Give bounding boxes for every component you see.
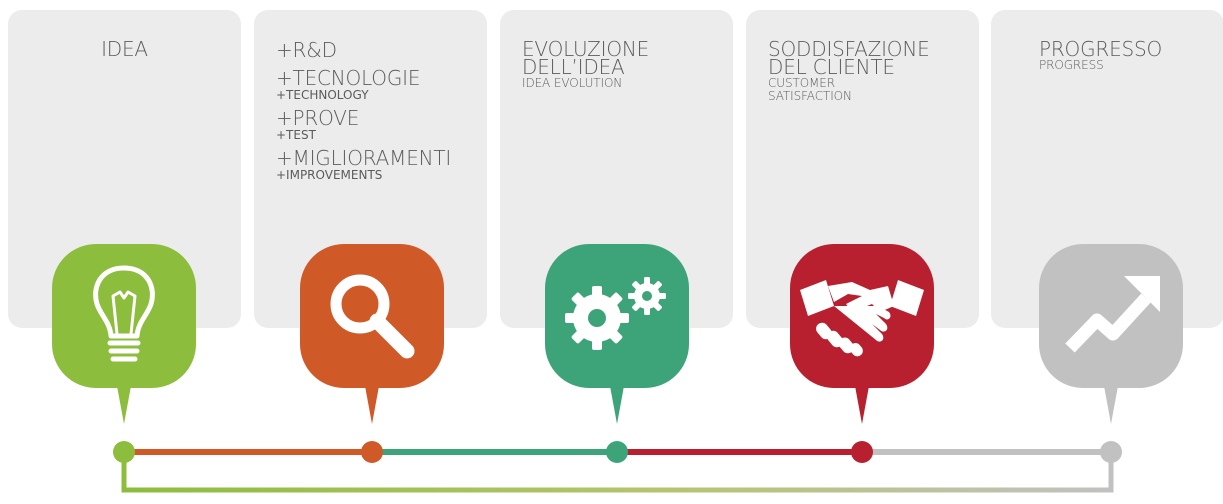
stage-title-idea: IDEA <box>101 37 148 61</box>
stage-title-line: PROGRESSO <box>1039 37 1163 61</box>
timeline-node-rnd <box>361 441 383 463</box>
gears-icon <box>565 277 666 350</box>
badge-progress <box>1039 244 1183 424</box>
timeline-node-satisfaction <box>851 441 873 463</box>
magnifier-icon <box>330 274 415 359</box>
rnd-item-main: +R&D <box>276 38 337 62</box>
stage-subtitle: PROGRESS <box>1039 58 1104 72</box>
badge-satisfaction <box>790 244 934 424</box>
stage-title-evolution: EVOLUZIONE DELL’IDEA IDEA EVOLUTION <box>500 37 733 90</box>
rnd-item-main: +MIGLIORAMENTI <box>276 146 452 170</box>
stage-title-line: DELL’IDEA <box>522 55 625 79</box>
stage-title-satisfaction: SODDISFAZIONE DEL CLIENTE CUSTOMER SATIS… <box>746 37 979 103</box>
timeline-return-line <box>121 452 1114 493</box>
stage-title-progress: PROGRESSO PROGRESS <box>991 37 1223 72</box>
stage-subtitle: SATISFACTION <box>768 89 852 103</box>
rnd-item: +TECNOLOGIE +TECHNOLOGY <box>276 66 481 102</box>
rnd-item-main: +TECNOLOGIE <box>276 66 421 90</box>
rnd-item-sub: +TEST <box>276 128 316 142</box>
rnd-item: +PROVE +TEST <box>276 106 481 142</box>
stage-title-line: EVOLUZIONE <box>522 37 650 61</box>
rnd-item: +R&D <box>276 40 481 61</box>
badge-idea <box>52 244 196 424</box>
stage-subtitle: CUSTOMER <box>768 76 836 90</box>
handshake-icon <box>800 280 924 357</box>
rnd-item-sub: +IMPROVEMENTS <box>276 168 383 182</box>
rnd-item-main: +PROVE <box>276 106 360 130</box>
timeline-node-evolution <box>606 441 628 463</box>
badge-rnd <box>300 244 444 424</box>
stage-subtitle: IDEA EVOLUTION <box>522 76 623 90</box>
rnd-item-sub: +TECHNOLOGY <box>276 88 369 102</box>
badge-evolution <box>545 244 689 424</box>
timeline-node-progress <box>1100 441 1122 463</box>
stage-title-line: DEL CLIENTE <box>768 55 895 79</box>
growth-arrow-icon <box>1065 276 1160 353</box>
stage-title-line: SODDISFAZIONE <box>768 37 930 61</box>
timeline-node-idea <box>113 441 135 463</box>
rnd-item: +MIGLIORAMENTI +IMPROVEMENTS <box>276 146 481 182</box>
rnd-list: +R&D +TECNOLOGIE +TECHNOLOGY +PROVE +TES… <box>276 40 481 188</box>
lightbulb-icon <box>93 265 155 362</box>
